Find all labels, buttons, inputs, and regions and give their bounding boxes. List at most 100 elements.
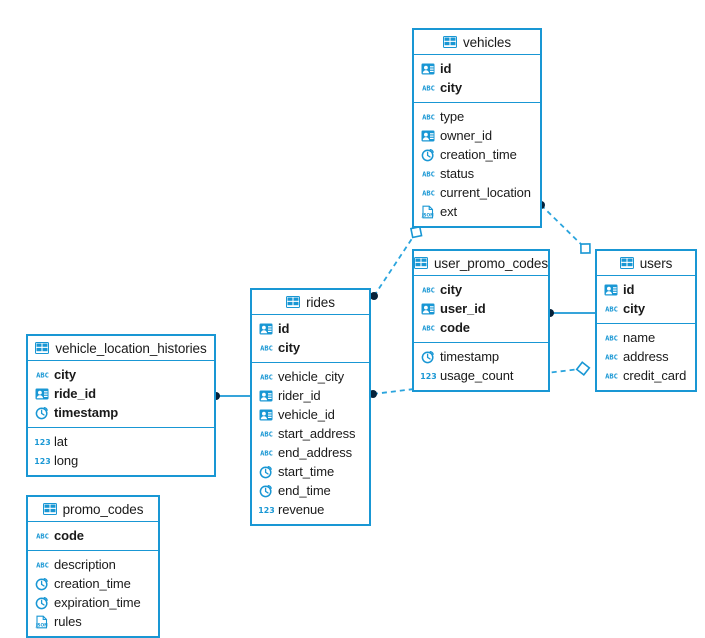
- entity-header-promo_codes[interactable]: promo_codes: [28, 497, 158, 522]
- field-row-rides-end_time[interactable]: end_time: [252, 481, 369, 500]
- field-row-vehicle_location_histories-ride_id[interactable]: ride_id: [28, 384, 214, 403]
- svg-text:ABC: ABC: [422, 188, 435, 197]
- key-id-icon: [421, 302, 435, 316]
- relationship-vehicle_location_histories-to-rides[interactable]: [212, 392, 250, 400]
- entity-header-rides[interactable]: rides: [252, 290, 369, 315]
- field-row-vehicles-owner_id[interactable]: owner_id: [414, 126, 540, 145]
- abc-icon: ABC: [259, 341, 273, 355]
- key-id-icon: [604, 283, 618, 297]
- field-label: code: [440, 320, 470, 335]
- key-id-icon: [421, 129, 435, 143]
- edge-target-square: [580, 243, 591, 254]
- entity-title: promo_codes: [62, 501, 144, 517]
- entity-header-vehicle_location_histories[interactable]: vehicle_location_histories: [28, 336, 214, 361]
- entity-header-user_promo_codes[interactable]: user_promo_codes: [414, 251, 548, 276]
- field-label: end_time: [278, 483, 331, 498]
- abc-icon: ABC: [259, 446, 273, 460]
- entity-title: users: [639, 255, 673, 271]
- abc-icon: ABC: [604, 302, 618, 316]
- key-id-icon: [421, 62, 435, 76]
- entity-title: user_promo_codes: [434, 255, 548, 271]
- abc-icon: ABC: [421, 81, 435, 95]
- field-row-rides-rider_id[interactable]: rider_id: [252, 386, 369, 405]
- field-label: expiration_time: [54, 595, 141, 610]
- field-row-promo_codes-expiration_time[interactable]: expiration_time: [28, 593, 158, 612]
- svg-text:ABC: ABC: [605, 371, 618, 380]
- field-row-user_promo_codes-user_id[interactable]: user_id: [414, 299, 548, 318]
- field-row-vehicle_location_histories-timestamp[interactable]: timestamp: [28, 403, 214, 422]
- field-label: city: [623, 301, 646, 316]
- key-id-icon: [259, 389, 273, 403]
- field-row-users-id[interactable]: id: [597, 280, 695, 299]
- svg-text:ABC: ABC: [422, 112, 435, 121]
- field-label: lat: [54, 434, 68, 449]
- entity-header-users[interactable]: users: [597, 251, 695, 276]
- entity-title: vehicle_location_histories: [55, 340, 207, 356]
- field-row-user_promo_codes-timestamp[interactable]: timestamp: [414, 347, 548, 366]
- entity-header-vehicles[interactable]: vehicles: [414, 30, 540, 55]
- field-label: revenue: [278, 502, 325, 517]
- key-id-icon: [35, 387, 49, 401]
- field-label: start_time: [278, 464, 335, 479]
- number-icon: 123: [35, 435, 50, 449]
- abc-icon: ABC: [421, 283, 435, 297]
- svg-text:ABC: ABC: [36, 370, 49, 379]
- clock-icon: [421, 148, 435, 162]
- field-label: creation_time: [54, 576, 131, 591]
- edge-target-square: [409, 225, 423, 239]
- table-icon: [414, 256, 429, 270]
- field-row-vehicles-id[interactable]: id: [414, 59, 540, 78]
- field-row-rides-vehicle_id[interactable]: vehicle_id: [252, 405, 369, 424]
- entity-title: rides: [306, 294, 335, 310]
- abc-icon: ABC: [604, 350, 618, 364]
- table-icon: [619, 256, 634, 270]
- relationship-user_promo_codes-to-users[interactable]: [546, 309, 595, 317]
- svg-text:JSON: JSON: [421, 212, 434, 218]
- abc-icon: ABC: [421, 167, 435, 181]
- svg-text:ABC: ABC: [36, 531, 49, 540]
- field-row-rides-id[interactable]: id: [252, 319, 369, 338]
- table-icon: [42, 502, 57, 516]
- field-label: id: [623, 282, 635, 297]
- field-label: long: [54, 453, 79, 468]
- field-row-vehicle_location_histories-lat[interactable]: 123 lat: [28, 432, 214, 451]
- svg-text:ABC: ABC: [605, 352, 618, 361]
- field-row-users-city[interactable]: ABC city: [597, 299, 695, 318]
- field-label: timestamp: [54, 405, 119, 420]
- relationship-vehicles-to-users[interactable]: [537, 201, 591, 254]
- field-row-rides-start_time[interactable]: start_time: [252, 462, 369, 481]
- field-row-promo_codes-creation_time[interactable]: creation_time: [28, 574, 158, 593]
- field-row-vehicles-creation_time[interactable]: creation_time: [414, 145, 540, 164]
- edge-source-dot: [370, 292, 378, 300]
